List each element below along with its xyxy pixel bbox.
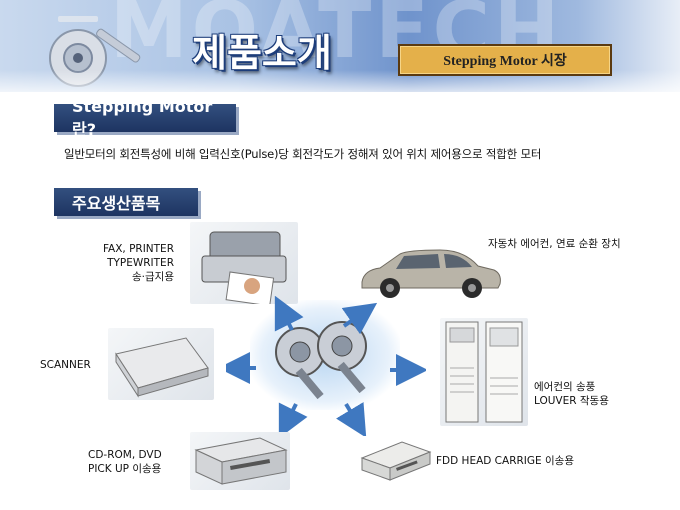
label-cdrom: CD-ROM, DVD PICK UP 이송용: [88, 448, 162, 476]
label-printer-line1: FAX, PRINTER: [102, 243, 174, 255]
arrow-printer: [274, 296, 304, 332]
label-printer-line3: 송·급지용: [132, 271, 174, 283]
label-aircon-line2: LOUVER 작동용: [534, 395, 609, 407]
label-car: 자동차 에어컨, 연료 순환 장치: [488, 238, 621, 250]
label-fdd: FDD HEAD CARRIGE 이송용: [436, 455, 574, 467]
arrow-fdd: [336, 402, 367, 436]
page-title: 제품소개: [192, 31, 332, 75]
label-cdrom-line1: CD-ROM, DVD: [88, 449, 162, 461]
label-aircon: 에어컨의 송풍 LOUVER 작동용: [534, 380, 609, 408]
scanner-image: [108, 328, 214, 400]
fdd-icon: [360, 441, 432, 481]
arrow-cdrom: [278, 402, 308, 436]
car-icon: [361, 249, 501, 298]
label-aircon-line1: 에어컨의 송풍: [534, 381, 596, 393]
aircon-image: [440, 318, 528, 426]
label-printer-line2: TYPEWRITER: [107, 257, 174, 269]
label-scanner: SCANNER: [40, 359, 91, 371]
cdrom-drive-icon: [194, 437, 288, 485]
printer-image: [190, 222, 298, 307]
stepping-motor-icon: [275, 321, 367, 400]
motor-graphic-icon: [49, 16, 141, 87]
subtitle-badge: Stepping Motor 시장: [398, 44, 612, 76]
arrow-car: [341, 302, 378, 335]
section-label-definition: Stepping Motor란?: [54, 97, 236, 139]
definition-text: 일반모터의 회전특성에 비해 입력신호(Pulse)당 회전각도가 정해져 있어…: [64, 147, 542, 161]
air-conditioner-icon: [445, 321, 523, 423]
scanner-icon: [115, 337, 209, 398]
section-label-products: 주요생산품목: [54, 188, 198, 216]
cdrom-image: [190, 432, 290, 490]
printer-icon: [201, 231, 287, 307]
direction-arrows: [226, 296, 426, 436]
motor-center-image: [250, 300, 400, 410]
label-printer: FAX, PRINTER TYPEWRITER 송·급지용: [60, 242, 174, 284]
label-cdrom-line2: PICK UP 이송용: [88, 463, 162, 475]
